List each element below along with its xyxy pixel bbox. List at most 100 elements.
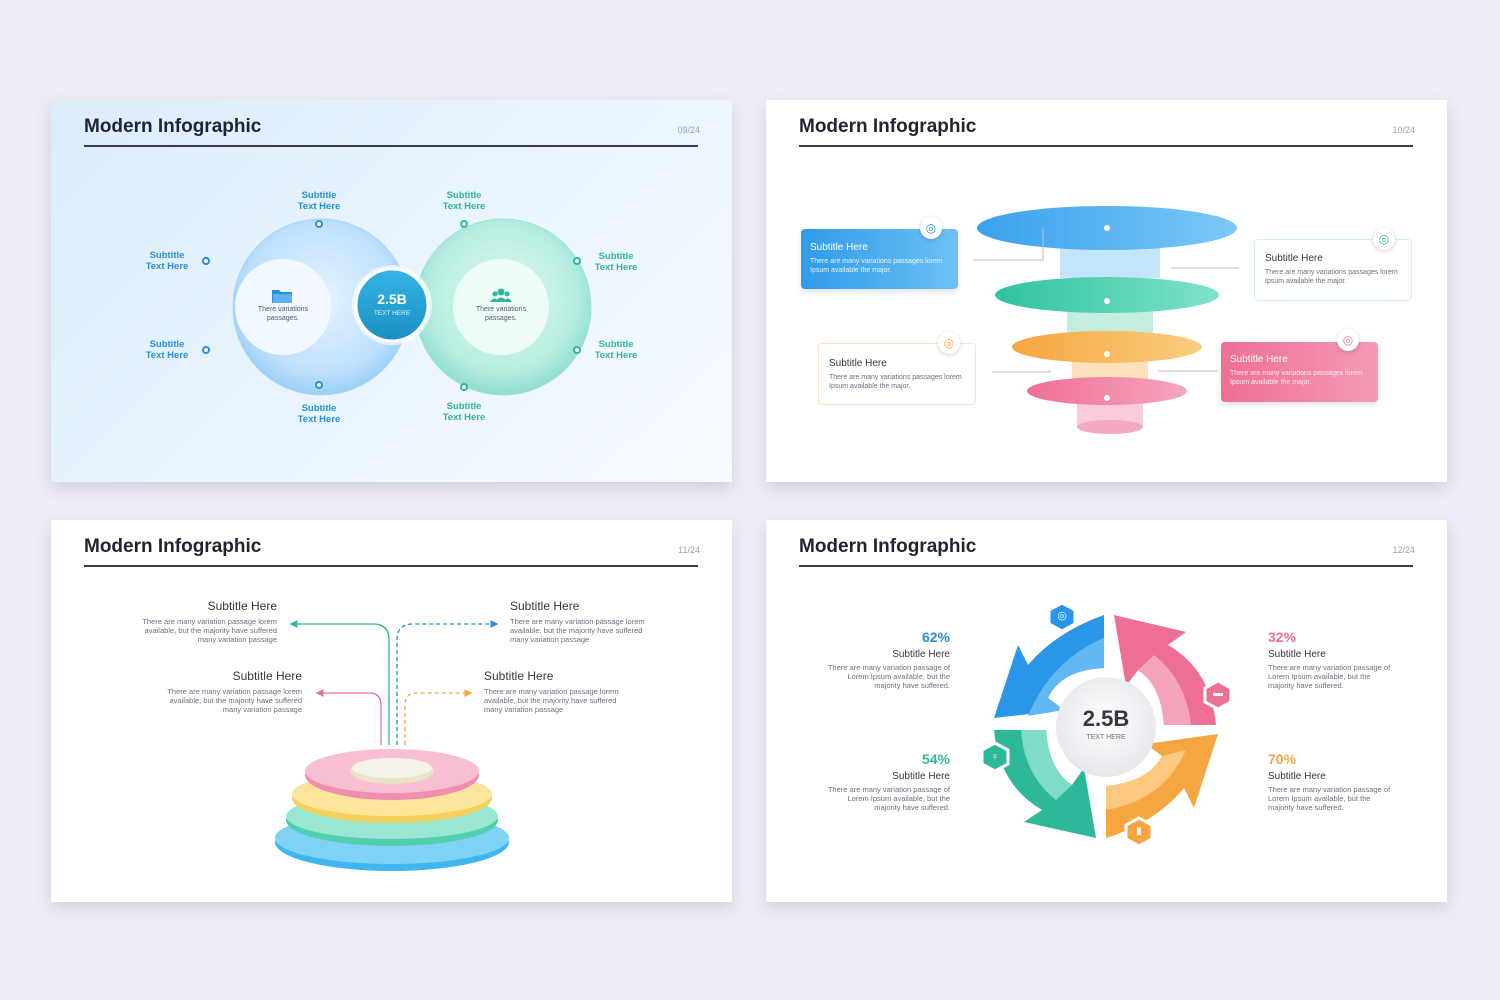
arrow-blue xyxy=(396,620,499,745)
center-value: 2.5B xyxy=(377,291,407,307)
info-box-blue: Subtitle Here There are many variations … xyxy=(801,229,958,289)
bar-chart-icon: ▮ xyxy=(1136,826,1142,837)
funnel-disc-teal xyxy=(995,277,1219,313)
funnel-disc-orange xyxy=(1012,331,1202,363)
left-circle-text: There variations passages. xyxy=(257,306,309,322)
stat-percent: 70% xyxy=(1268,751,1297,767)
item-body: There are many variation passage lorem a… xyxy=(484,687,619,714)
box-body: There are many variations passages lorem… xyxy=(810,258,943,274)
item-mid-left: Subtitle Here There are many variation p… xyxy=(152,669,302,714)
left-inner-circle xyxy=(235,259,331,355)
arrow-teal xyxy=(289,620,390,745)
lightbulb-icon: ♀ xyxy=(990,751,1000,763)
layered-funnel-diagram xyxy=(973,206,1239,434)
stat-top-left: 62% Subtitle Here There are many variati… xyxy=(820,629,950,690)
stat-body: There are many variation passage of Lore… xyxy=(1268,663,1391,690)
slide-title: Modern Infographic xyxy=(84,536,262,557)
stat-bottom-left: 54% Subtitle Here There are many variati… xyxy=(820,751,950,812)
team-icon xyxy=(490,288,512,302)
stat-subtitle: Subtitle Here xyxy=(892,771,950,782)
slide-11[interactable]: Modern Infographic 11/24 Subtitle Here T… xyxy=(51,520,732,902)
box-body: There are many variations passages lorem… xyxy=(1230,370,1363,386)
stat-percent: 32% xyxy=(1268,629,1297,645)
box-subtitle: Subtitle Here xyxy=(829,358,887,369)
stat-top-right: 32% Subtitle Here There are many variati… xyxy=(1268,629,1398,690)
right-circle-text: There variations passages. xyxy=(475,306,527,322)
funnel-dots xyxy=(1104,225,1110,401)
slide-number: 10/24 xyxy=(1392,125,1415,135)
slide-number: 12/24 xyxy=(1392,545,1415,555)
title-divider xyxy=(799,565,1413,567)
item-subtitle: Subtitle Here xyxy=(232,669,302,683)
cycle-center xyxy=(1056,677,1156,777)
stat-bottom-right: 70% Subtitle Here There are many variati… xyxy=(1268,751,1398,812)
slide-number: 09/24 xyxy=(677,125,700,135)
target-icon: ◎ xyxy=(1337,329,1359,351)
box-subtitle: Subtitle Here xyxy=(1230,354,1288,365)
funnel-base xyxy=(1077,420,1143,434)
arrow-pink xyxy=(315,689,382,745)
slide-10[interactable]: Modern Infographic 10/24 xyxy=(766,100,1447,482)
folder-icon: ▬ xyxy=(1213,688,1223,699)
slide-number: 11/24 xyxy=(678,545,700,555)
stat-body: There are many variation passage of Lore… xyxy=(1268,785,1391,812)
cycle-arrow-orange xyxy=(1106,734,1218,838)
box-body: There are many variations passages lorem… xyxy=(1265,269,1398,285)
item-mid-right: Subtitle Here There are many variation p… xyxy=(484,669,634,714)
infinity-circles-diagram xyxy=(202,218,592,396)
slide-title: Modern Infographic xyxy=(799,116,977,137)
stacked-rings-diagram xyxy=(275,620,509,871)
target-icon: ◎ xyxy=(1373,228,1395,250)
box-body: There are many variations passages lorem… xyxy=(829,374,962,390)
item-top-left: Subtitle Here There are many variation p… xyxy=(127,599,277,644)
info-box-pink: Subtitle Here There are many variations … xyxy=(1221,342,1378,402)
item-subtitle: Subtitle Here xyxy=(510,599,580,613)
stat-percent: 54% xyxy=(921,751,950,767)
stat-percent: 62% xyxy=(921,629,950,645)
box-subtitle: Subtitle Here xyxy=(1265,253,1323,264)
label-dots xyxy=(202,220,581,391)
target-icon: ◎ xyxy=(938,332,960,354)
stat-subtitle: Subtitle Here xyxy=(892,649,950,660)
cycle-arrow-blue xyxy=(994,615,1104,718)
item-body: There are many variation passage lorem a… xyxy=(510,617,645,644)
center-label: TEXT HERE xyxy=(373,310,411,317)
target-icon: ◎ xyxy=(920,217,942,239)
title-divider xyxy=(84,145,698,147)
info-box-teal: Subtitle Here There are many variations … xyxy=(1254,239,1412,301)
slide-title: Modern Infographic xyxy=(799,536,977,557)
funnel-disc-pink xyxy=(1027,377,1187,405)
center-value: 2.5B xyxy=(1082,706,1130,731)
hex-badges xyxy=(980,601,1233,848)
folder-icon xyxy=(272,290,292,303)
funnel-connectors xyxy=(973,228,1239,373)
item-subtitle: Subtitle Here xyxy=(207,599,277,613)
title-divider xyxy=(799,145,1413,147)
item-body: There are many variation passage lorem a… xyxy=(142,617,277,644)
arrow-orange xyxy=(404,689,473,745)
center-badge xyxy=(354,267,430,343)
item-body: There are many variation passage lorem a… xyxy=(167,687,302,714)
slide-09[interactable]: Modern Infographic 09/24 xyxy=(51,100,732,482)
right-inner-circle xyxy=(453,259,549,355)
stat-body: There are many variation passage of Lore… xyxy=(827,663,950,690)
item-subtitle: Subtitle Here xyxy=(484,669,554,683)
title-divider xyxy=(84,565,698,567)
target-icon: ◎ xyxy=(1057,610,1067,622)
slide-12[interactable]: Modern Infographic 12/24 ◎ ▬ xyxy=(766,520,1447,902)
stat-body: There are many variation passage of Lore… xyxy=(827,785,950,812)
cycle-arrows-diagram xyxy=(980,601,1233,848)
stat-subtitle: Subtitle Here xyxy=(1268,771,1326,782)
center-label: TEXT HERE xyxy=(1086,734,1126,741)
stat-subtitle: Subtitle Here xyxy=(1268,649,1326,660)
box-subtitle: Subtitle Here xyxy=(810,242,868,253)
item-top-right: Subtitle Here There are many variation p… xyxy=(510,599,660,644)
